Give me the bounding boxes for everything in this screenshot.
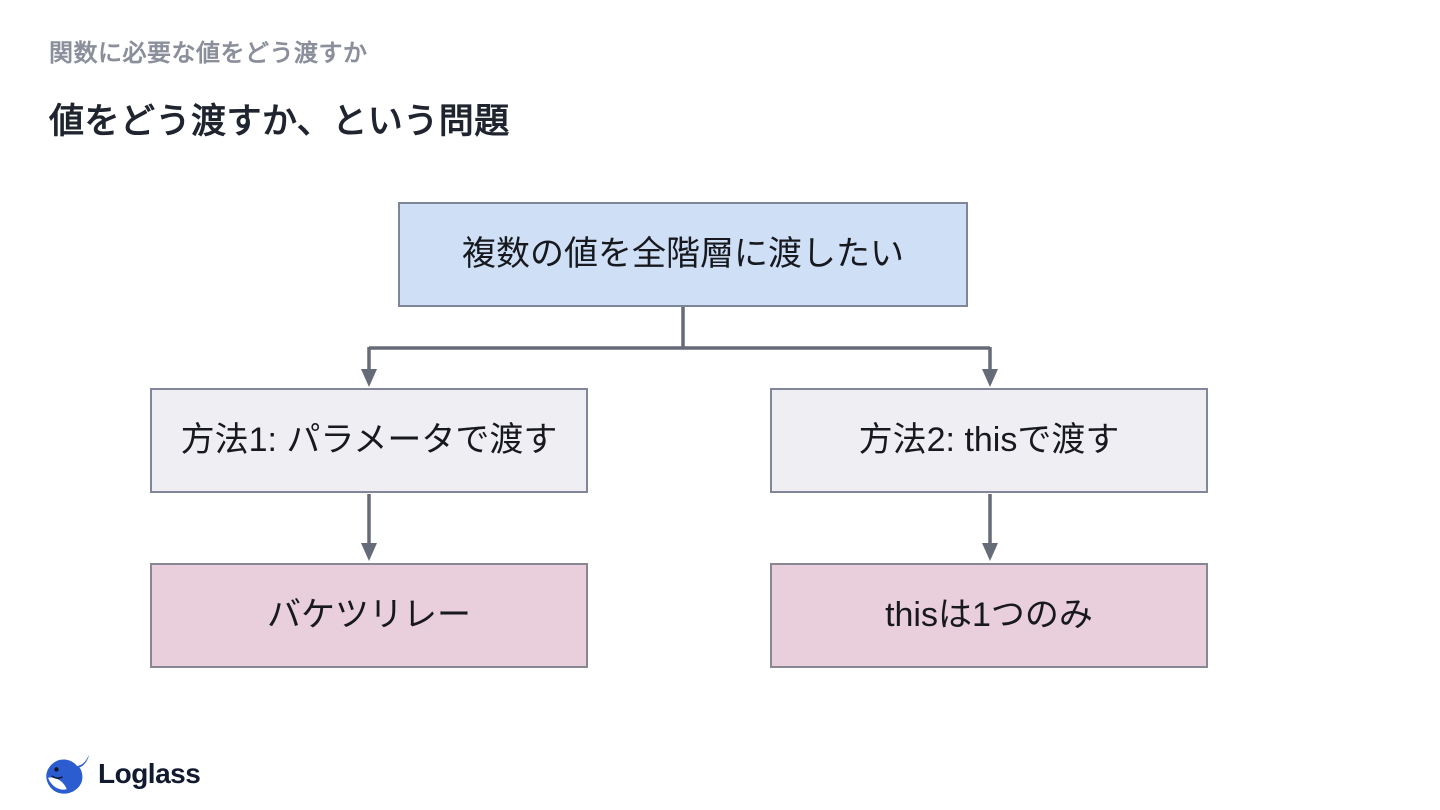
node-result-2: thisは1つのみ bbox=[770, 563, 1208, 668]
whale-icon bbox=[46, 754, 90, 794]
arrowhead-left-bottom bbox=[361, 543, 377, 561]
node-root-label: 複数の値を全階層に渡したい bbox=[462, 235, 904, 274]
node-result-1-label: バケツリレー bbox=[267, 596, 471, 635]
logo-text: Loglass bbox=[98, 758, 201, 789]
arrowhead-left bbox=[361, 369, 377, 387]
loglass-logo: Loglass bbox=[44, 752, 201, 796]
node-method-1-label: 方法1: パラメータで渡す bbox=[180, 421, 558, 460]
node-result-2-label: thisは1つのみ bbox=[885, 596, 1093, 635]
node-method-2: 方法2: thisで渡す bbox=[770, 388, 1208, 493]
arrowhead-right bbox=[982, 369, 998, 387]
node-method-2-label: 方法2: thisで渡す bbox=[858, 421, 1120, 460]
page-title: 値をどう渡すか、という問題 bbox=[49, 102, 510, 141]
node-root: 複数の値を全階層に渡したい bbox=[398, 202, 968, 307]
node-result-1: バケツリレー bbox=[150, 563, 588, 668]
arrowhead-right-bottom bbox=[982, 543, 998, 561]
node-method-1: 方法1: パラメータで渡す bbox=[150, 388, 588, 493]
eyebrow-text: 関数に必要な値をどう渡すか bbox=[49, 40, 368, 67]
